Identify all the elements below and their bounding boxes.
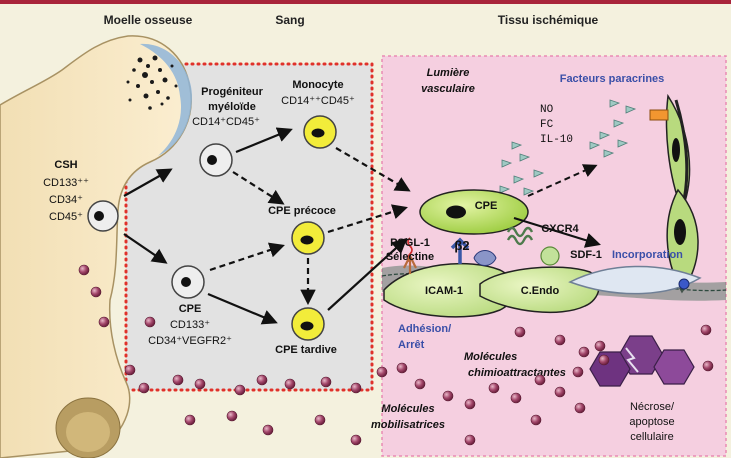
myeloid-progenitor-label-2: myéloïde [208,101,256,113]
header-blood: Sang [275,13,304,27]
arrow-early-to-tissue [327,204,408,234]
blood-dashed-arrows [209,147,411,306]
csh-marker-1: CD133⁺⁺ [43,177,89,189]
cpe-blood-markers-2: CD34⁺VEGFR2⁺ [148,335,232,347]
arrow-cpe-to-late [207,292,278,325]
necrosis-label-1: Nécrose/ [630,401,675,413]
incorporated-cell [568,265,702,295]
header-bone-marrow: Moelle osseuse [104,13,193,27]
vascular-lumen-label-2: vasculaire [421,83,475,95]
bone-texture-spots [126,55,178,110]
paracrine-no: NO [540,104,554,116]
adhesion-label-2: Arrêt [398,339,425,351]
csh-cell [87,200,119,232]
myeloid-progenitor-label-1: Progéniteur [201,86,263,98]
cpe-blood-cell [171,265,205,299]
cpe-blood-label: CPE [179,303,202,315]
cxcr4-label: CXCR4 [541,223,579,235]
paracrine-particles [499,99,637,196]
csh-label: CSH [54,159,77,171]
molecule-dots [78,264,714,446]
mobilizing-label-2: mobilisatrices [371,419,445,431]
endothelial-cell-lower [666,188,699,294]
femur-bone [0,35,192,458]
selectin-receptor [403,253,417,274]
incorporation-label: Incorporation [612,249,683,261]
vascular-lumen-label-1: Lumière [427,67,470,79]
paracrine-factors-label: Facteurs paracrines [560,73,665,85]
psgl1-label: PSGL-1 [390,237,430,249]
arrow-late-to-cpe-tissue [327,237,408,311]
sdf1-ligand [540,246,560,266]
selectin-label: Sélectine [386,251,434,263]
adhesion-label-1: Adhésion/ [398,323,451,335]
paracrine-il10: IL-10 [540,134,573,146]
arrow-progenitor-to-monocyte [235,127,293,154]
integrin-ligand [473,250,497,266]
top-rule [0,0,731,4]
sdf1-label: SDF-1 [570,249,602,261]
chemoattractant-label-2: chimioattractantes [468,367,566,379]
c-endo-cell [479,266,600,314]
chemoattractant-label-1: Molécules [464,351,517,363]
cxcr4-receptor [506,226,534,246]
arrow-monocyte-to-tissue [335,147,411,192]
necrosis-label-3: cellulaire [630,431,673,443]
paracrine-fc: FC [540,119,554,131]
beta2-integrin [450,237,470,264]
cpe-late-cell [291,307,325,341]
cpe-tissue-cell [419,189,529,235]
cpe-tissue-label: CPE [475,200,498,212]
myeloid-progenitor-cell [199,143,233,177]
cpe-early-label: CPE précoce [268,205,336,217]
arrow-csh-to-progenitor [123,168,173,197]
cpe-late-label: CPE tardive [275,344,337,356]
monocyte-markers: CD14⁺⁺CD45⁺ [281,95,355,107]
cpe-blood-markers-1: CD133⁺ [170,319,210,331]
receptor-orange [649,109,669,121]
necrosis-label-2: apoptose [629,416,674,428]
myeloid-progenitor-markers: CD14⁺CD45⁺ [192,116,260,128]
mobilizing-label-1: Molécules [381,403,434,415]
cpe-early-cell [291,221,325,255]
blood-arrows [123,127,408,325]
arrow-paracrine [527,164,598,197]
arrow-incorporation [513,216,601,248]
monocyte-cell [303,115,337,149]
icam1-label: ICAM-1 [425,285,463,297]
blood-panel-border [124,62,374,392]
arrow-cpe-to-early [209,242,285,272]
c-endo-label: C.Endo [521,285,560,297]
monocyte-label: Monocyte [292,79,343,91]
header-ischemic-tissue: Tissu ischémique [498,13,599,27]
csh-marker-2: CD34⁺ [49,194,83,206]
arrow-csh-to-cpe [123,233,168,264]
csh-marker-3: CD45⁺ [49,211,83,223]
beta2-label: β2 [454,238,469,253]
necrosis-hexagons [589,335,695,387]
